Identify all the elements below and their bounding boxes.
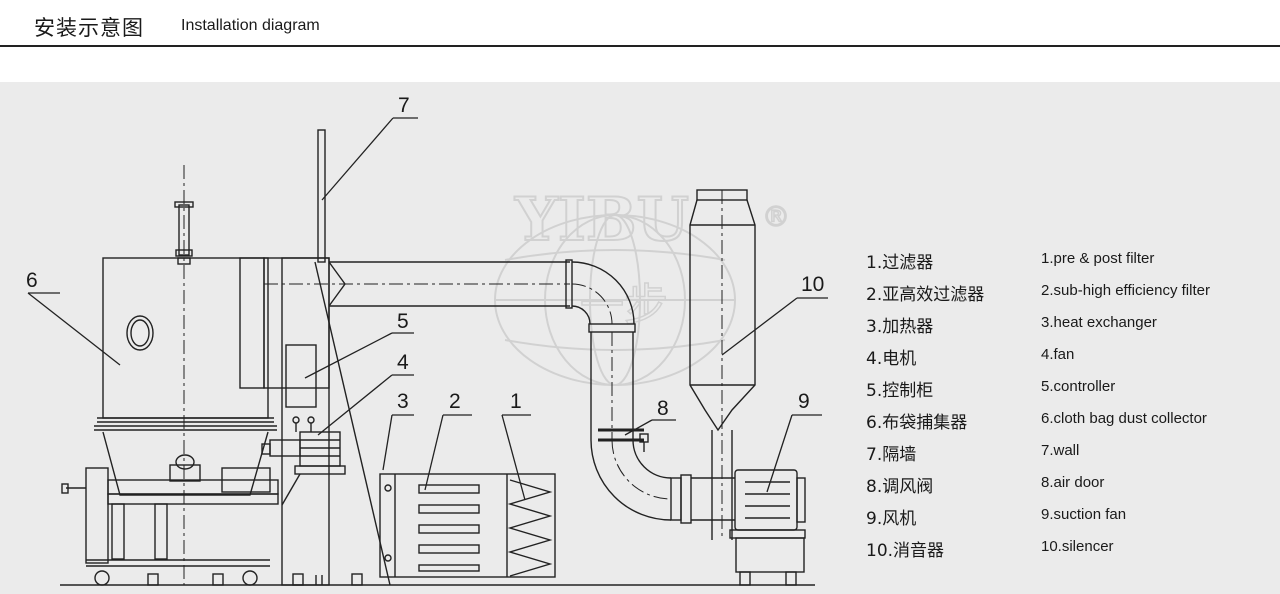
leader-lines (27, 117, 828, 501)
legend-item-cn: 7.隔墙 (866, 445, 917, 465)
callout-2: 2 (449, 390, 461, 413)
legend-item-cn: 10.消音器 (866, 541, 945, 561)
leader-1 (501, 414, 526, 501)
callout-9: 9 (798, 390, 810, 413)
legend-item-en: 9.suction fan (1041, 506, 1127, 523)
silencer (689, 189, 756, 540)
controller-housing (239, 257, 570, 586)
leader-5 (304, 332, 393, 379)
legend-item-en: 6.cloth bag dust collector (1041, 410, 1207, 427)
legend-item-en: 3.heat exchanger (1041, 314, 1157, 331)
suction-fan (729, 469, 806, 586)
callout-3: 3 (397, 390, 409, 413)
legend-item-cn: 1.过滤器 (866, 253, 934, 273)
leader-4 (317, 374, 393, 436)
leader-3 (382, 414, 393, 471)
page-title-cn: 安装示意图 (34, 16, 144, 40)
wall (314, 129, 391, 586)
legend-item-cn: 9.风机 (866, 509, 917, 529)
leader-6 (27, 292, 121, 366)
watermark-logo: YIBU ® 一步 (494, 184, 791, 386)
legend-item-en: 10.silencer (1041, 538, 1114, 555)
leader-7 (321, 117, 394, 201)
callout-4: 4 (397, 351, 409, 374)
legend-item-cn: 8.调风阀 (866, 477, 934, 497)
leader-8 (624, 419, 653, 436)
callout-8: 8 (657, 397, 669, 420)
legend-item-en: 1.pre & post filter (1041, 250, 1155, 267)
legend-item-en: 8.air door (1041, 474, 1105, 491)
leader-10 (721, 297, 798, 356)
legend-item-en: 5.controller (1041, 378, 1116, 395)
callout-5: 5 (397, 310, 409, 333)
legend-item-cn: 6.布袋捕集器 (866, 413, 968, 433)
leader-9 (766, 414, 793, 493)
legend-item-en: 2.sub-high efficiency filter (1041, 282, 1210, 299)
dust-collector-body (61, 165, 279, 586)
legend-item-cn: 2.亚高效过滤器 (866, 285, 985, 305)
legend-item-en: 7.wall (1041, 442, 1080, 459)
leader-2 (424, 414, 444, 491)
page-title-en: Installation diagram (181, 17, 320, 34)
callout-10: 10 (801, 273, 825, 296)
diagram-panel (0, 82, 1280, 594)
callout-1: 1 (510, 390, 522, 413)
legend-item-cn: 4.电机 (866, 349, 917, 369)
watermark-text: YIBU (514, 185, 689, 255)
registered-mark: ® (762, 200, 790, 233)
fan-motor (261, 416, 346, 506)
air-duct (370, 259, 735, 524)
legend-item-en: 4.fan (1041, 346, 1075, 363)
callout-7: 7 (398, 94, 410, 117)
legend-item-cn: 5.控制柜 (866, 381, 934, 401)
filter-box (379, 473, 556, 578)
callout-6: 6 (26, 269, 38, 292)
watermark-logo-char: 一步 (580, 280, 668, 331)
page-header: 安装示意图 Installation diagram (0, 0, 1280, 47)
legend-item-cn: 3.加热器 (866, 317, 934, 337)
